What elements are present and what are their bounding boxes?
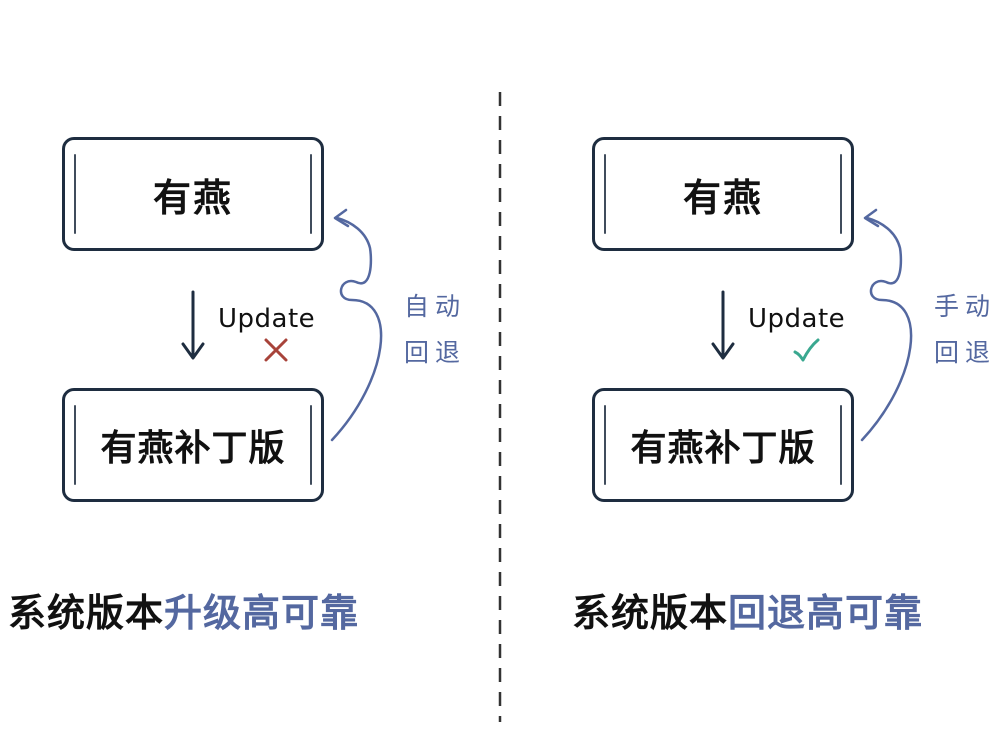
auto-rollback-label: 自动回退 [404, 292, 467, 367]
check-mark-icon [793, 338, 820, 362]
manual-rollback-label: 手动回退 [934, 292, 997, 367]
patched-version-box: 有燕补丁版 [592, 388, 854, 502]
right-arrows [711, 208, 913, 442]
original-version-box: 有燕 [62, 137, 324, 251]
upgrade-caption: 系统版本升级高可靠 [8, 582, 359, 637]
rollback-curve-arrow [860, 216, 913, 442]
rollback-arrowhead-icon [863, 208, 880, 228]
update-label: Update [218, 304, 316, 334]
original-version-label: 有燕 [682, 175, 763, 220]
caption-accent: 升级高可靠 [164, 591, 360, 635]
cross-mark-icon [264, 338, 288, 362]
down-arrow-icon [711, 290, 735, 360]
caption-plain: 系统版本 [572, 591, 729, 635]
patched-version-label: 有燕补丁版 [100, 428, 286, 469]
left-arrows [181, 208, 383, 442]
rollback-caption: 系统版本回退高可靠 [572, 582, 923, 637]
update-label: Update [748, 304, 846, 334]
original-version-label: 有燕 [152, 175, 233, 220]
patched-version-box: 有燕补丁版 [62, 388, 324, 502]
caption-accent: 回退高可靠 [728, 591, 924, 635]
upgrade-panel: 有燕 Update 有燕补丁版 自动回退 系统版本升级高可靠 [8, 137, 467, 637]
patched-version-label: 有燕补丁版 [630, 428, 816, 469]
caption-plain: 系统版本 [8, 591, 165, 635]
original-version-box: 有燕 [592, 137, 854, 251]
rollback-arrowhead-icon [333, 208, 350, 228]
rollback-panel: 有燕 Update 有燕补丁版 手动回退 系统版本回退高可靠 [530, 0, 1000, 749]
dashed-divider [498, 92, 502, 722]
down-arrow-icon [181, 290, 205, 360]
rollback-curve-arrow [330, 216, 383, 442]
